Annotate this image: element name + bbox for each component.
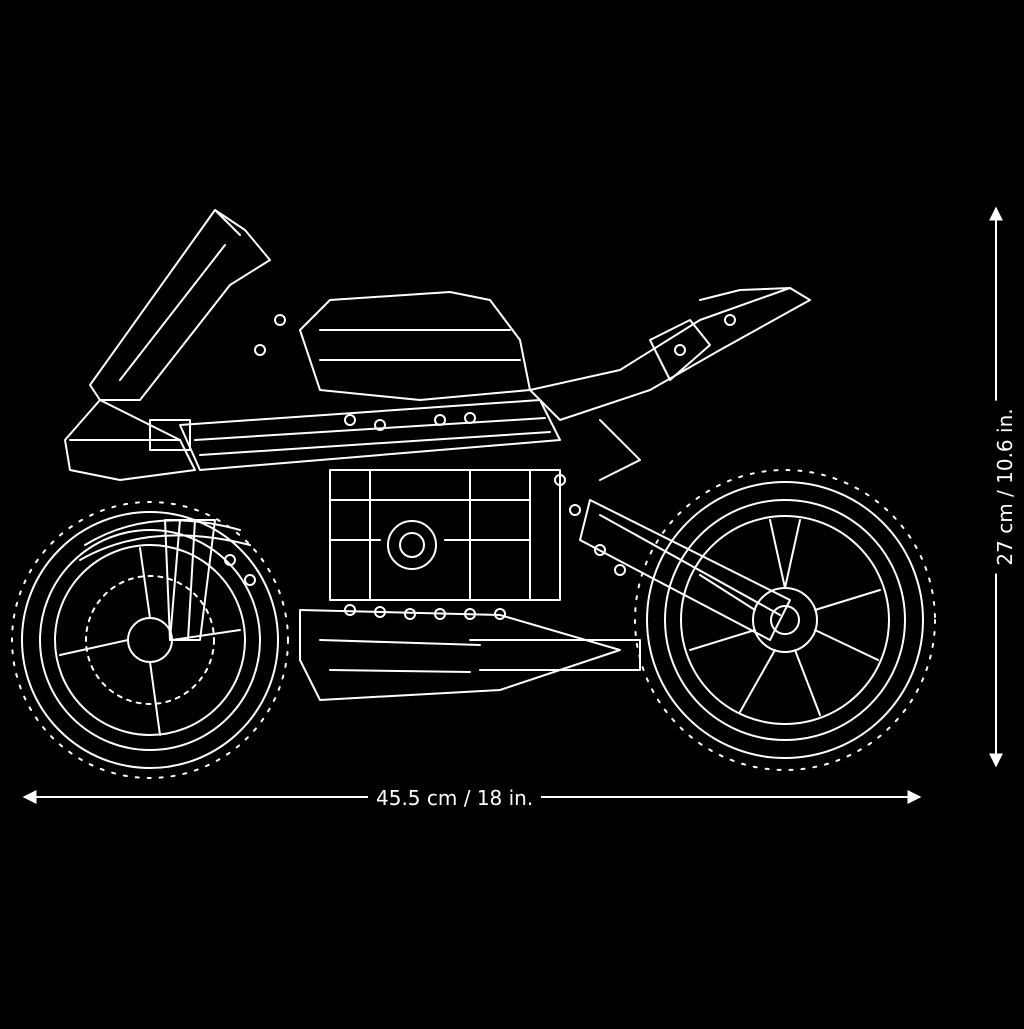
belly-pan	[299, 609, 641, 701]
front-wheel	[11, 501, 289, 779]
swingarm	[579, 499, 791, 641]
height-dimension-label: 27 cm / 10.6 in.	[993, 400, 1017, 574]
front-fork	[79, 519, 251, 641]
main-frame	[179, 399, 561, 471]
front-fairing	[64, 209, 271, 481]
pin-details	[224, 314, 736, 620]
width-dimension-label: 45.5 cm / 18 in.	[368, 786, 542, 810]
engine-block	[329, 469, 561, 601]
rear-wheel	[634, 469, 936, 771]
fuel-tank	[299, 291, 531, 401]
tail-section	[529, 287, 811, 481]
